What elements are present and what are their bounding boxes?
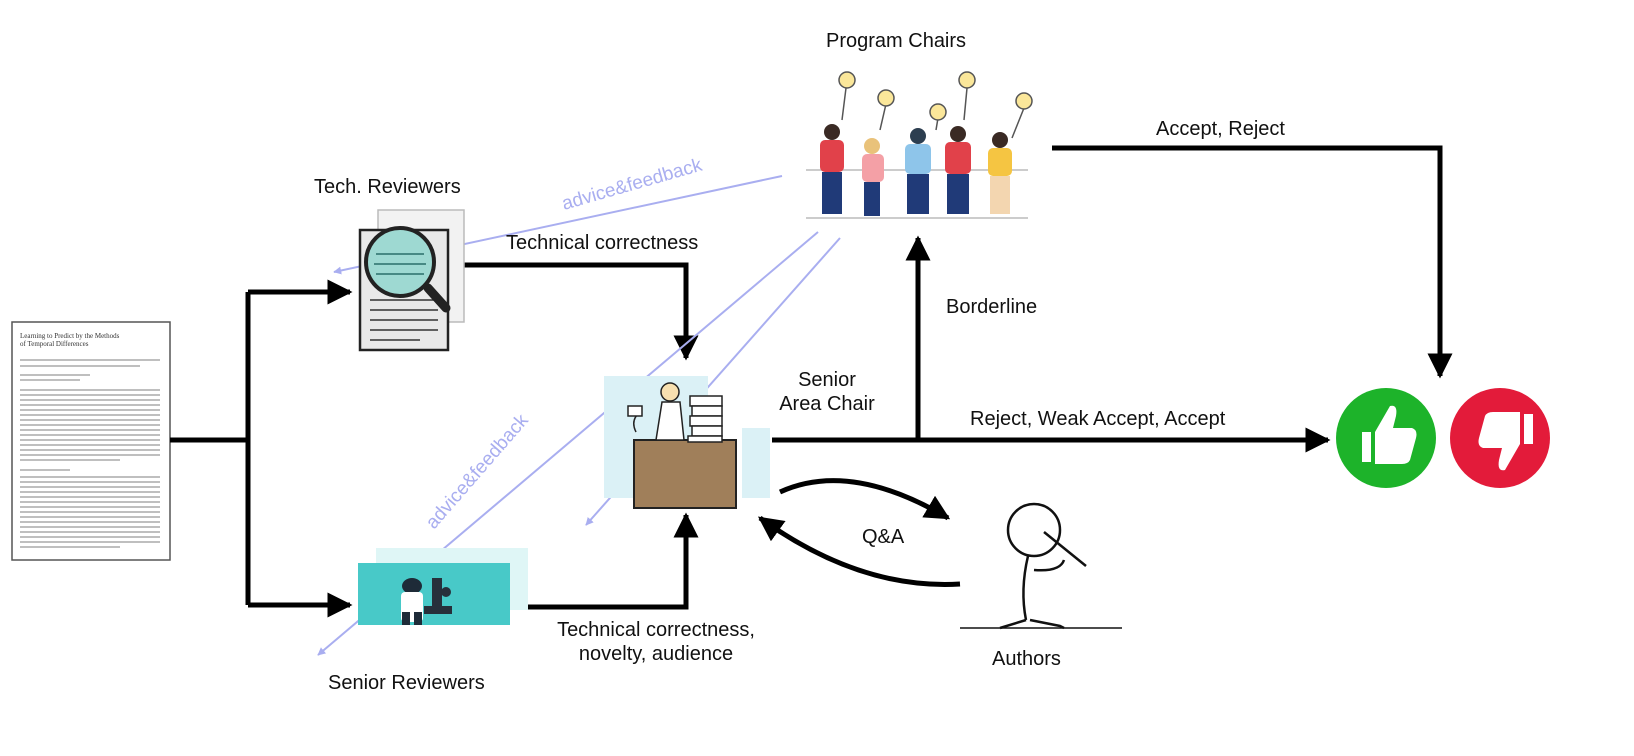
scientist-figure (401, 578, 452, 625)
advice-feedback-label-bottom: advice&feedback (422, 410, 533, 533)
program-chairs-icon (806, 71, 1033, 219)
main-connectors (170, 145, 1453, 618)
chair-person-icon (627, 382, 685, 441)
paper-title-line1: Learning to Predict by the Methods (20, 332, 120, 340)
committee-people (820, 124, 1012, 216)
magnifier-icon (364, 226, 451, 313)
thumbs-up-icon (1336, 388, 1436, 488)
paper-title: Learning to Predict by the Methods of Te… (20, 332, 119, 348)
arrow-tech-to-sac (462, 262, 699, 361)
paper-text-lines (20, 359, 160, 548)
arrow-pc-to-decision (1052, 145, 1453, 379)
paper-document (11, 321, 171, 561)
technical-correctness-label: Technical correctness (506, 232, 699, 254)
senior-area-chair-label: Senior Area Chair (772, 368, 882, 416)
tech-reviewers-label: Tech. Reviewers (314, 176, 461, 198)
sign-paddles (838, 71, 1033, 139)
senior-area-chair-label-line2: Area Chair (779, 393, 875, 415)
senior-criteria-line1: Technical correctness, (557, 619, 755, 641)
arrow-sac-to-authors (778, 478, 951, 521)
arrow-senior-to-sac (512, 512, 699, 610)
authors-icon (960, 502, 1122, 630)
tech-reviewers-icon (358, 209, 465, 352)
paper-stack-icon (687, 395, 723, 443)
senior-area-chair-label-line1: Senior (798, 369, 856, 391)
program-chairs-label: Program Chairs (826, 30, 967, 52)
reject-weak-accept-accept-label: Reject, Weak Accept, Accept (970, 408, 1226, 430)
senior-reviewers-label: Senior Reviewers (328, 672, 485, 694)
senior-area-chair-icon (604, 376, 770, 509)
accept-reject-label: Accept, Reject (1156, 118, 1285, 140)
thumbs-down-icon (1450, 388, 1550, 488)
authors-label: Authors (992, 648, 1061, 670)
arrow-authors-to-sac (757, 515, 961, 587)
senior-criteria-line2: novelty, audience (578, 643, 734, 665)
advice-feedback-label-top: advice&feedback (560, 155, 705, 215)
senior-criteria-label: Technical correctness, novelty, audience (546, 618, 766, 666)
paper-title-line2: of Temporal Differences (20, 340, 89, 348)
senior-reviewers-icon (358, 548, 528, 625)
borderline-label: Borderline (946, 296, 1038, 318)
qa-label: Q&A (862, 526, 905, 548)
